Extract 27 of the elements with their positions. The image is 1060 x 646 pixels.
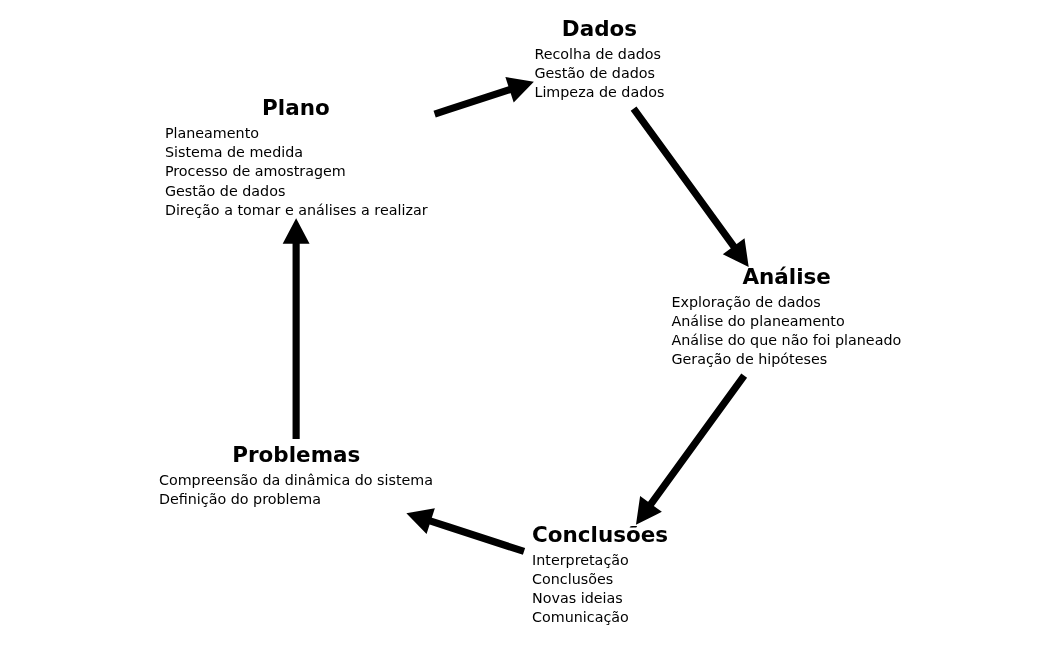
node-label: Gestão de dados xyxy=(534,65,655,82)
arrow xyxy=(635,373,748,525)
node-label: Processo de amostragem xyxy=(164,163,346,180)
node-label: Conclusões xyxy=(532,570,614,587)
node-label: Análise do planeamento xyxy=(671,313,845,330)
node-label: Planeamento xyxy=(164,125,260,142)
node-label: Geração de hipóteses xyxy=(671,351,828,368)
arrow xyxy=(406,508,526,555)
node-text: Análise xyxy=(742,264,831,290)
node-label: Recolha de dados xyxy=(534,46,661,63)
node-label: Comunicação xyxy=(532,608,629,625)
arrow xyxy=(630,106,749,267)
node-text: Dados xyxy=(561,16,638,42)
node-label: Exploração de dados xyxy=(671,294,821,311)
node-text: Conclusões xyxy=(532,521,669,547)
node-label: Limpeza de dados xyxy=(534,84,665,101)
node-text: Plano xyxy=(262,95,330,121)
node-label: Compreensão da dinâmica do sistema xyxy=(158,472,434,489)
node-label: Interpretação xyxy=(532,551,629,568)
node-label: Gestão de dados xyxy=(164,182,286,199)
node-text: Problemas xyxy=(232,442,361,468)
node-label: Definição do problema xyxy=(158,491,321,508)
node-label: Direção a tomar e análises a realizar xyxy=(164,201,428,218)
arrow xyxy=(433,76,534,118)
node-label: Sistema de medida xyxy=(164,144,304,161)
node-label: Novas ideias xyxy=(532,589,623,606)
node-label: Análise do que não foi planeado xyxy=(671,332,902,349)
